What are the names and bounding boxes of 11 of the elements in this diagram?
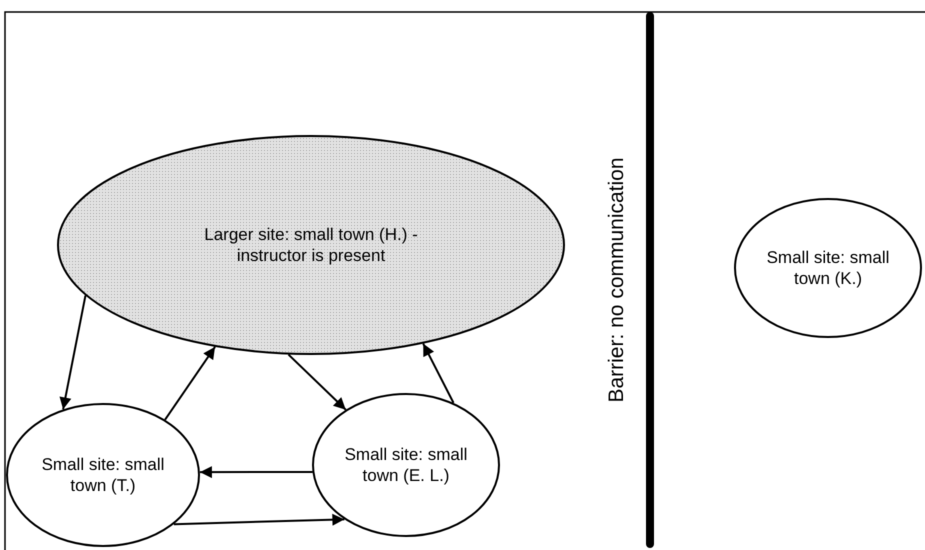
arrow	[288, 354, 346, 410]
site-label: Small site: small town (E. L.)	[344, 444, 468, 486]
site-label: Small site: small town (T.)	[40, 454, 166, 496]
site-label: Larger site: small town (H.) - instructor is present	[203, 224, 419, 266]
arrow	[422, 343, 454, 404]
barrier-label: Barrier: no communication	[605, 157, 629, 403]
arrow	[174, 514, 344, 526]
arrow	[60, 295, 86, 410]
arrow	[200, 466, 312, 478]
site-label: Small site: small town (K.)	[766, 247, 890, 289]
arrow	[164, 346, 216, 420]
